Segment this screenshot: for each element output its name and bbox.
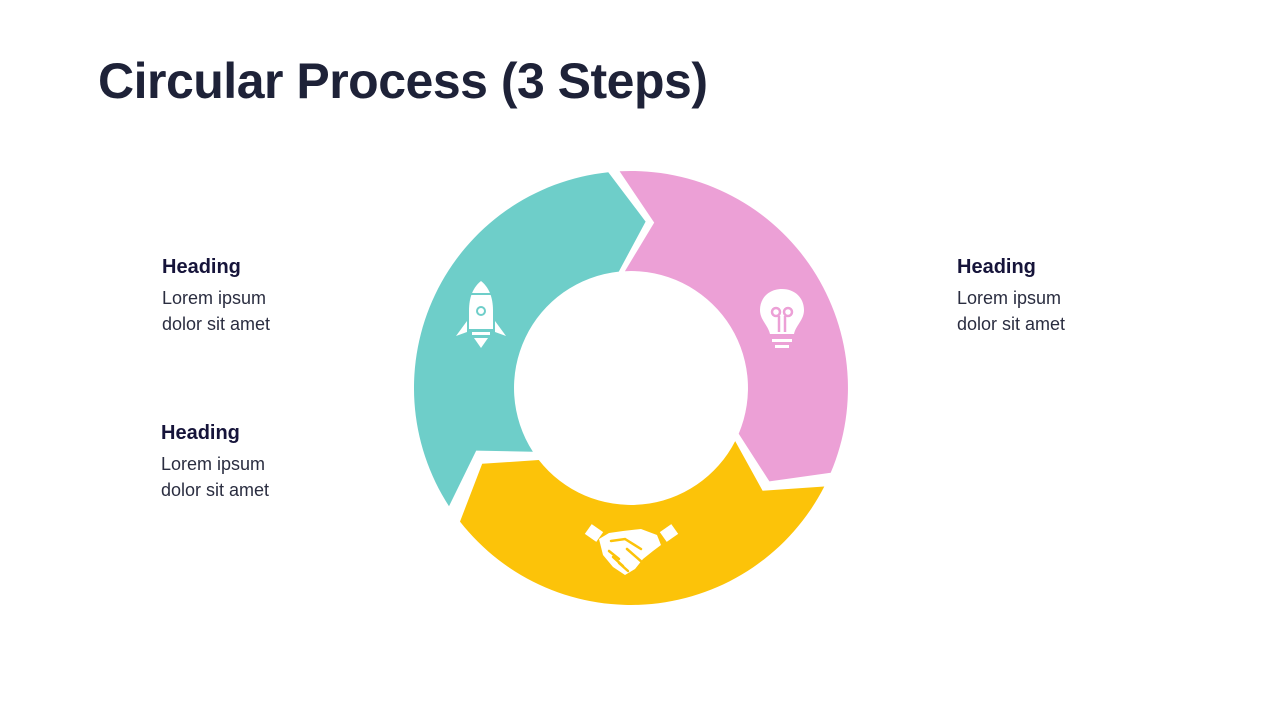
process-arrow-step-1: [413, 172, 646, 507]
page-title: Circular Process (3 Steps): [98, 53, 708, 109]
rocket-icon: [456, 281, 506, 348]
step-2-body: Lorem ipsum dolor sit amet: [957, 285, 1157, 337]
step-2-body-line1: Lorem ipsum: [957, 288, 1062, 308]
step-1-body: Lorem ipsum dolor sit amet: [162, 285, 362, 337]
step-1-body-line1: Lorem ipsum: [162, 288, 267, 308]
step-1-text: Heading Lorem ipsum dolor sit amet: [162, 255, 362, 337]
process-arrow-step-3: [460, 441, 825, 605]
handshake-icon: [584, 524, 679, 575]
step-2-heading: Heading: [957, 256, 1036, 278]
step-3-heading: Heading: [161, 422, 240, 444]
step-3-body-line2: dolor sit amet: [161, 480, 270, 500]
step-1-body-line2: dolor sit amet: [162, 314, 271, 334]
step-2-body-line2: dolor sit amet: [957, 314, 1066, 334]
step-3-text: Heading Lorem ipsum dolor sit amet: [161, 421, 361, 503]
process-arrow-step-2: [619, 171, 848, 482]
lightbulb-icon: [760, 289, 804, 348]
step-3-body-line1: Lorem ipsum: [161, 454, 266, 474]
step-1-heading: Heading: [162, 256, 241, 278]
step-2-text: Heading Lorem ipsum dolor sit amet: [957, 255, 1157, 337]
step-3-body: Lorem ipsum dolor sit amet: [161, 451, 361, 503]
